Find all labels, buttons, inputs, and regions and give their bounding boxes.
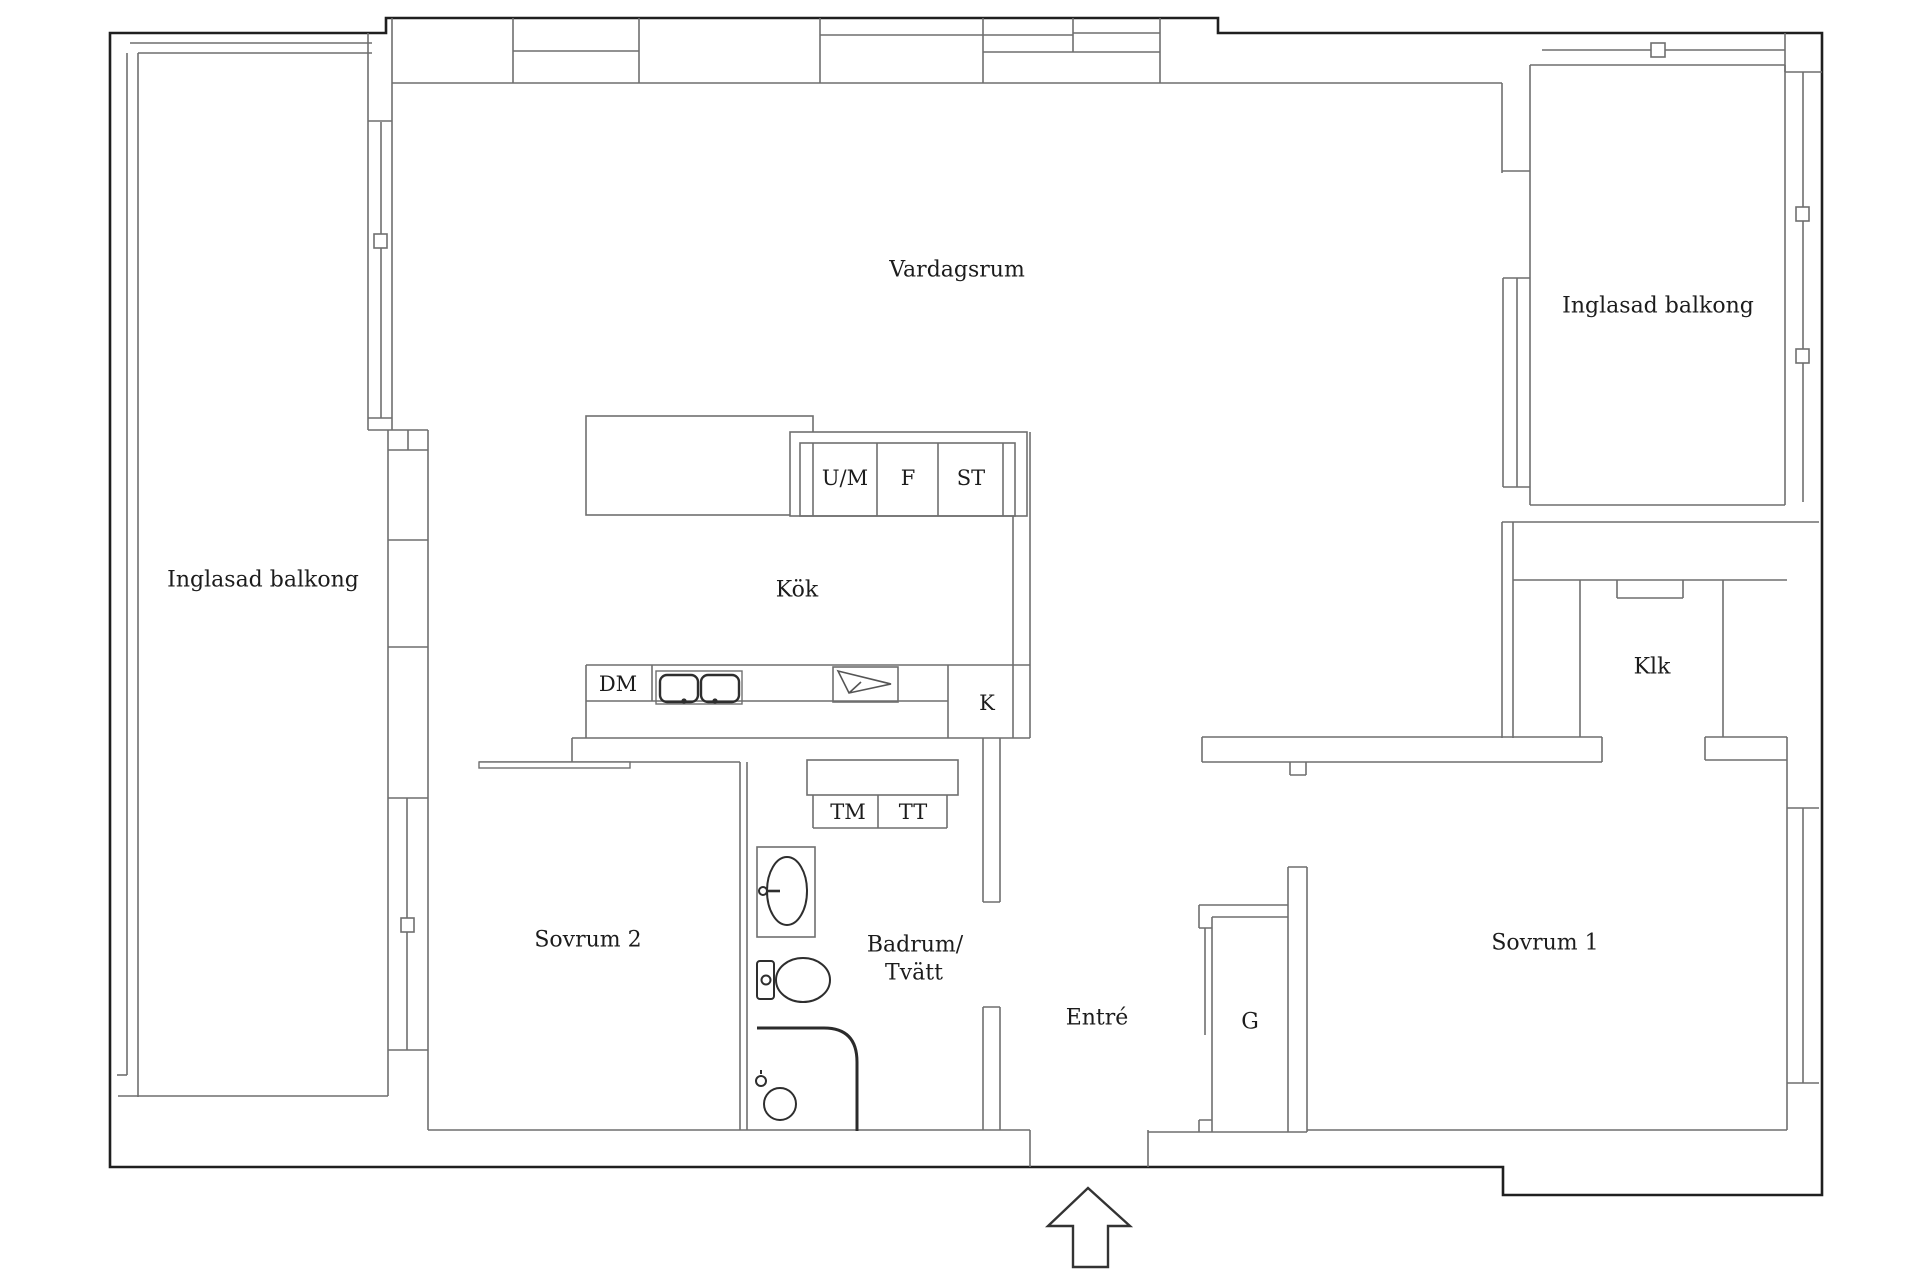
appliance-label-tt: TT — [898, 800, 928, 824]
kitchen-sink-icon — [655, 670, 743, 705]
kitchen-appliance-unit — [789, 431, 1028, 517]
room-label-bathroom-2: Tvätt — [885, 960, 943, 986]
room-label-entrance: Entré — [1065, 1005, 1129, 1031]
window-handle-icons — [373, 42, 1810, 933]
room-label-bedroom-2: Sovrum 2 — [534, 927, 642, 953]
room-label-walk-in-closet: Klk — [1633, 654, 1671, 680]
stove-icon — [832, 666, 899, 703]
appliance-label-tm: TM — [830, 800, 866, 824]
appliance-label-um: U/M — [821, 466, 869, 490]
kitchen-island — [585, 415, 814, 516]
room-label-kitchen: Kök — [775, 577, 819, 603]
toilet-icon — [756, 957, 831, 1003]
bedroom2-wardrobe — [478, 761, 631, 769]
shower-icon — [755, 1026, 859, 1131]
room-label-bathroom-1: Badrum/ — [866, 932, 964, 958]
kitchen-counter — [585, 664, 1030, 738]
appliance-label-dm: DM — [598, 672, 638, 696]
room-label-bedroom-1: Sovrum 1 — [1491, 930, 1599, 956]
room-label-balcony-right: Inglasad balkong — [1562, 293, 1754, 319]
room-label-balcony-left: Inglasad balkong — [167, 567, 359, 593]
laundry-unit — [806, 759, 959, 829]
appliance-label-f: F — [900, 466, 916, 490]
inner-walls — [117, 18, 1822, 1167]
outer-walls — [108, 16, 1824, 1197]
entrance-arrow-icon — [1044, 1186, 1134, 1269]
room-label-living-room: Vardagsrum — [889, 257, 1025, 283]
appliance-label-st: ST — [956, 466, 986, 490]
washbasin-icon — [756, 846, 816, 938]
appliance-label-k: K — [979, 691, 995, 715]
closet-label-g: G — [1241, 1009, 1259, 1035]
